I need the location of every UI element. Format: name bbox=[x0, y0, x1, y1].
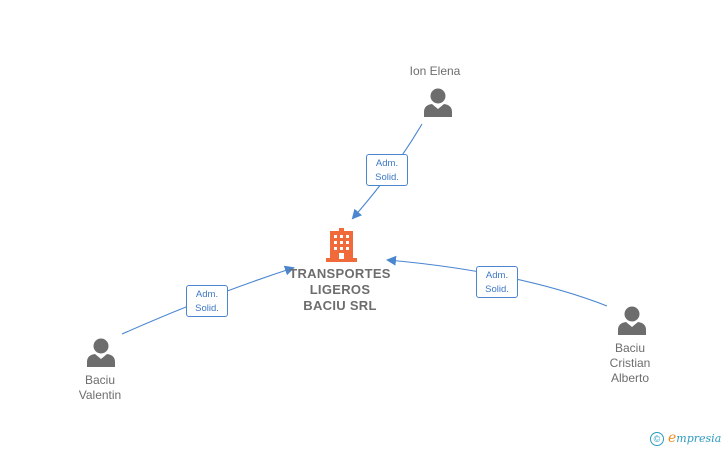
person-icon[interactable] bbox=[618, 306, 646, 340]
building-icon[interactable] bbox=[326, 228, 357, 267]
edge-role-line: Solid. bbox=[485, 284, 509, 295]
edge-role-label-baciu-valentin: Adm. Solid. bbox=[186, 285, 228, 317]
edge-role-label-baciu-cristian-alberto: Adm. Solid. bbox=[476, 266, 518, 298]
edge-role-line: Solid. bbox=[375, 172, 399, 183]
person-icon[interactable] bbox=[424, 88, 452, 122]
copyright-icon: © bbox=[650, 431, 664, 446]
company-name-line: BACIU SRL bbox=[303, 298, 377, 313]
brand-name: mpresia bbox=[676, 432, 722, 445]
edge-role-line: Adm. bbox=[195, 289, 219, 300]
person-label-baciu-valentin[interactable]: Baciu Valentin bbox=[78, 373, 122, 402]
person-label-ion-elena[interactable]: Ion Elena bbox=[409, 64, 461, 78]
company-name-line: LIGEROS bbox=[309, 282, 371, 297]
edge-role-line: Adm. bbox=[375, 158, 399, 169]
edge-role-label-ion-elena: Adm. Solid. bbox=[366, 154, 408, 186]
company-name[interactable]: TRANSPORTES LIGEROS BACIU SRL bbox=[280, 266, 400, 314]
edge-role-line: Adm. bbox=[485, 270, 509, 281]
person-label-baciu-cristian-alberto[interactable]: Baciu Cristian Alberto bbox=[609, 341, 651, 385]
person-icon[interactable] bbox=[87, 338, 115, 372]
empresia-watermark: © empresia bbox=[650, 430, 721, 446]
company-name-line: TRANSPORTES bbox=[289, 266, 391, 281]
edge-role-line: Solid. bbox=[195, 303, 219, 314]
brand-initial: e bbox=[668, 430, 677, 446]
